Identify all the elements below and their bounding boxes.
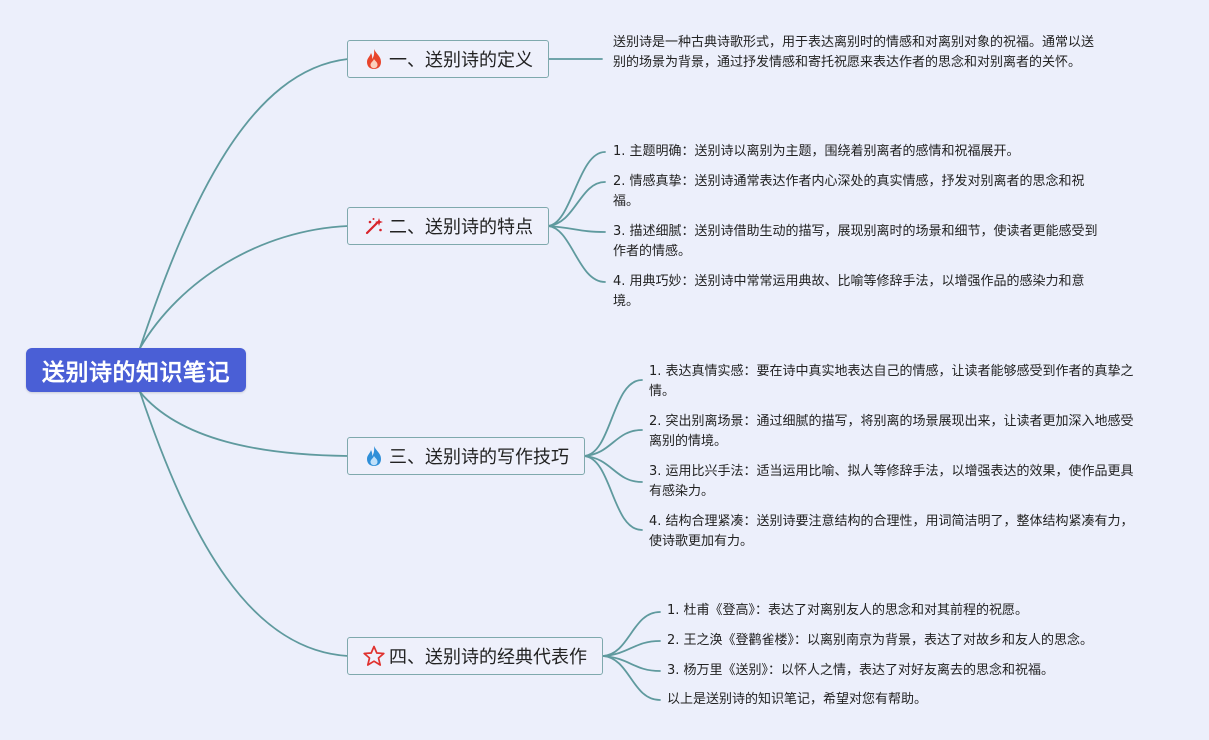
- works-summary: 以上是送别诗的知识笔记，希望对您有帮助。: [667, 692, 928, 707]
- edge-features-leaf-2: [547, 181, 606, 227]
- edge-features-leaf-3: [547, 225, 606, 233]
- works-item: 1. 杜甫《登高》：表达了对离别友人的思念和对其前程的祝愿。: [667, 603, 1029, 618]
- blue-flame-icon: [363, 445, 385, 467]
- topic-works[interactable]: 四、送别诗的经典代表作: [347, 637, 603, 675]
- topic-definition-label: 一、送别诗的定义: [389, 50, 533, 71]
- fire-icon: [363, 48, 385, 70]
- edge-root-to-features: [139, 225, 349, 349]
- features-item: 3. 描述细腻：送别诗借助生动的描写，展现别离时的场景和细节，使读者更能感受到作…: [613, 224, 1098, 259]
- works-item: 3. 杨万里《送别》：以怀人之情，表达了对好友离去的思念和祝福。: [667, 663, 1055, 678]
- techniques-item: 4. 结构合理紧凑：送别诗要注意结构的合理性，用词简洁明了，整体结构紧凑有力，使…: [649, 514, 1134, 549]
- techniques-item: 2. 突出别离场景：通过细腻的描写，将别离的场景展现出来，让读者更加深入地感受离…: [649, 414, 1134, 449]
- sparkle-icon: [363, 215, 385, 237]
- edge-techniques-leaf-4: [583, 455, 643, 531]
- edge-works-leaf-1: [602, 611, 661, 657]
- topic-definition[interactable]: 一、送别诗的定义: [347, 40, 549, 78]
- star-icon: [363, 645, 385, 667]
- edge-features-leaf-4: [547, 225, 606, 283]
- topic-techniques-label: 三、送别诗的写作技巧: [389, 447, 569, 468]
- edge-root-to-definition: [139, 58, 349, 349]
- edge-techniques-leaf-2: [583, 429, 643, 457]
- root-topic[interactable]: 送别诗的知识笔记: [26, 348, 246, 392]
- features-item: 2. 情感真挚：送别诗通常表达作者内心深处的真实情感，抒发对别离者的思念和祝福。: [613, 174, 1085, 209]
- topic-features-label: 二、送别诗的特点: [389, 217, 533, 238]
- works-item: 2. 王之涣《登鹳雀楼》：以离别南京为背景，表达了对故乡和友人的思念。: [667, 633, 1094, 648]
- topic-features[interactable]: 二、送别诗的特点: [347, 207, 549, 245]
- topic-works-label: 四、送别诗的经典代表作: [389, 647, 587, 668]
- features-item: 1. 主题明确：送别诗以离别为主题，围绕着别离者的感情和祝福展开。: [613, 144, 1020, 159]
- edge-features-leaf-1: [547, 151, 606, 227]
- edge-works-leaf-4: [602, 655, 661, 701]
- edge-root-to-works: [139, 391, 349, 657]
- edge-works-leaf-2: [602, 640, 661, 657]
- definition-text: 送别诗是一种古典诗歌形式，用于表达离别时的情感和对离别对象的祝福。通常以送别的场…: [613, 35, 1095, 70]
- techniques-item: 3. 运用比兴手法：适当运用比喻、拟人等修辞手法，以增强表达的效果，使作品更具有…: [649, 464, 1134, 499]
- features-item: 4. 用典巧妙：送别诗中常常运用典故、比喻等修辞手法，以增强作品的感染力和意境。: [613, 274, 1085, 309]
- edge-techniques-leaf-3: [583, 455, 643, 483]
- edge-root-to-techniques: [139, 391, 349, 457]
- edge-techniques-leaf-1: [583, 379, 643, 457]
- topic-techniques[interactable]: 三、送别诗的写作技巧: [347, 437, 585, 475]
- techniques-item: 1. 表达真情实感：要在诗中真实地表达自己的情感，让读者能够感受到作者的真挚之情…: [649, 364, 1134, 399]
